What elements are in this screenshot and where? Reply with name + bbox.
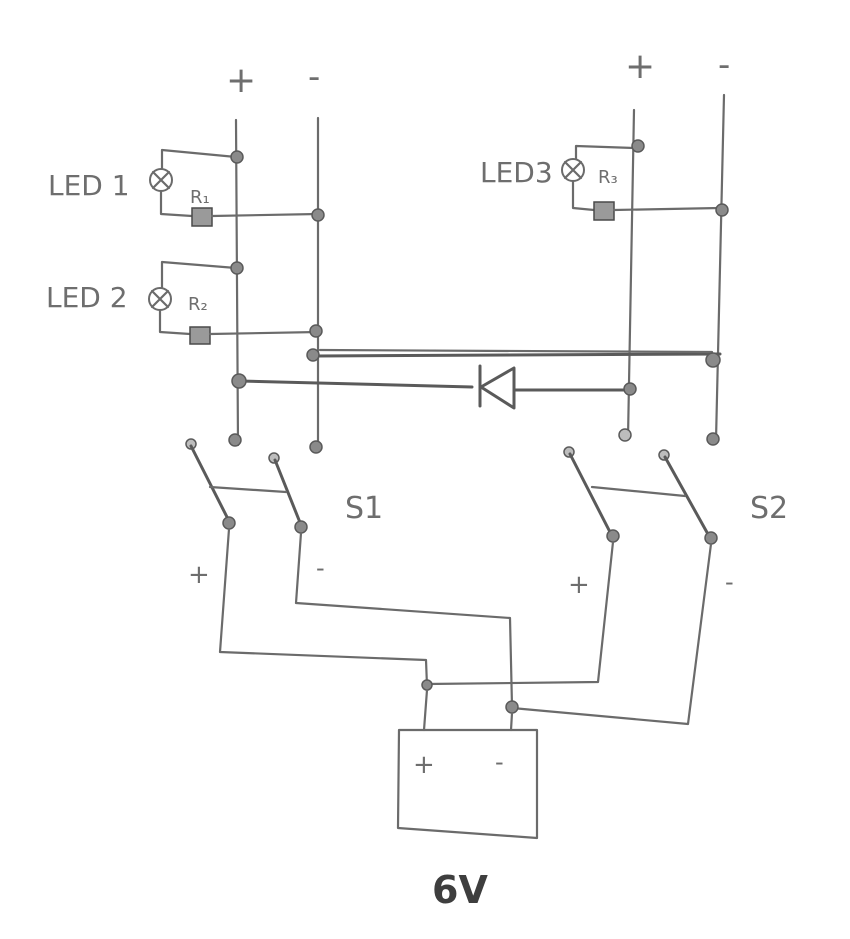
right-minus-rail-label: - bbox=[718, 45, 730, 85]
r1-to-minus-wire bbox=[210, 212, 320, 218]
node-r2-minus bbox=[309, 324, 323, 338]
s2-linkage bbox=[590, 485, 687, 498]
led3-label: LED3 bbox=[480, 156, 553, 189]
node-bridge-minus-right bbox=[705, 352, 721, 368]
s2-plus-label: + bbox=[568, 570, 590, 600]
node-r3-minus bbox=[715, 203, 729, 217]
battery-icon bbox=[396, 728, 539, 840]
r1-resistor bbox=[191, 207, 213, 227]
terminal-left-minus bbox=[309, 440, 323, 454]
s1-linkage bbox=[208, 485, 288, 494]
node-led3-plus bbox=[631, 139, 645, 153]
s2-label: S2 bbox=[750, 491, 788, 526]
node-led2-plus bbox=[230, 261, 244, 275]
s2-contact-a bbox=[563, 446, 575, 458]
battery-plus-label: + bbox=[413, 750, 435, 780]
node-led1-plus bbox=[230, 150, 244, 164]
led1-to-r1-wire bbox=[159, 189, 194, 218]
s1-lever-1 bbox=[189, 444, 231, 523]
left-plus-rail-label: + bbox=[226, 60, 256, 101]
s1-plus-label: + bbox=[188, 560, 210, 590]
led2-lamp-cross bbox=[150, 289, 170, 309]
s2-lever-1 bbox=[568, 452, 613, 536]
s2-plus-to-battery-wire bbox=[425, 540, 615, 686]
minus-bridge-wire bbox=[314, 352, 722, 358]
r3-to-minus-wire bbox=[612, 206, 722, 212]
r1-label: R₁ bbox=[190, 187, 210, 208]
s2-pivot-plus bbox=[606, 529, 620, 543]
led1-label: LED 1 bbox=[48, 169, 130, 202]
r3-label: R₃ bbox=[598, 167, 618, 188]
minus-bridge-wire-2 bbox=[318, 348, 714, 354]
r2-resistor bbox=[189, 326, 211, 345]
led3-to-r3-wire bbox=[571, 179, 596, 212]
diode-triangle bbox=[479, 366, 516, 410]
node-bridge-plus-right bbox=[623, 382, 637, 396]
s2-lever-2 bbox=[663, 455, 711, 538]
battery-minus-junction bbox=[505, 700, 519, 714]
left-minus-rail-label: - bbox=[308, 57, 320, 97]
s1-pivot-plus bbox=[222, 516, 236, 530]
led1-wire bbox=[160, 148, 238, 170]
led3-wire bbox=[574, 144, 636, 162]
s1-minus-label: - bbox=[316, 554, 325, 582]
led1-lamp-cross bbox=[151, 170, 171, 190]
battery-plus-junction bbox=[421, 679, 433, 691]
s1-minus-to-battery-wire bbox=[294, 531, 514, 708]
s2-pivot-minus bbox=[704, 531, 718, 545]
s1-label: S1 bbox=[345, 491, 383, 526]
battery-voltage-label: 6V bbox=[432, 868, 488, 912]
r2-to-minus-wire bbox=[208, 330, 320, 336]
r2-label: R₂ bbox=[188, 294, 208, 315]
left-plus-rail bbox=[234, 118, 240, 447]
right-plus-rail-label: + bbox=[625, 46, 655, 87]
node-bridge-minus-left bbox=[306, 348, 320, 362]
s1-plus-to-battery-wire bbox=[218, 527, 429, 688]
s1-lever-2 bbox=[273, 458, 303, 527]
s1-pivot-minus bbox=[294, 520, 308, 534]
battery-minus-label: - bbox=[495, 748, 504, 776]
led3-lamp-cross bbox=[563, 160, 583, 180]
right-minus-rail bbox=[714, 93, 726, 442]
r3-resistor bbox=[593, 201, 615, 221]
plus-bridge-wire-left bbox=[238, 379, 474, 389]
s2-minus-to-battery-wire bbox=[510, 542, 713, 726]
battery-plus-lead bbox=[422, 688, 429, 732]
terminal-left-plus bbox=[228, 433, 242, 447]
node-bridge-plus-left bbox=[231, 373, 247, 389]
led2-to-r2-wire bbox=[158, 308, 192, 336]
terminal-right-plus bbox=[618, 428, 632, 442]
terminal-right-minus bbox=[706, 432, 720, 446]
led2-wire bbox=[160, 260, 238, 290]
s2-minus-label: - bbox=[725, 568, 734, 596]
node-r1-minus bbox=[311, 208, 325, 222]
led2-label: LED 2 bbox=[46, 281, 128, 314]
battery-minus-lead bbox=[509, 711, 514, 732]
